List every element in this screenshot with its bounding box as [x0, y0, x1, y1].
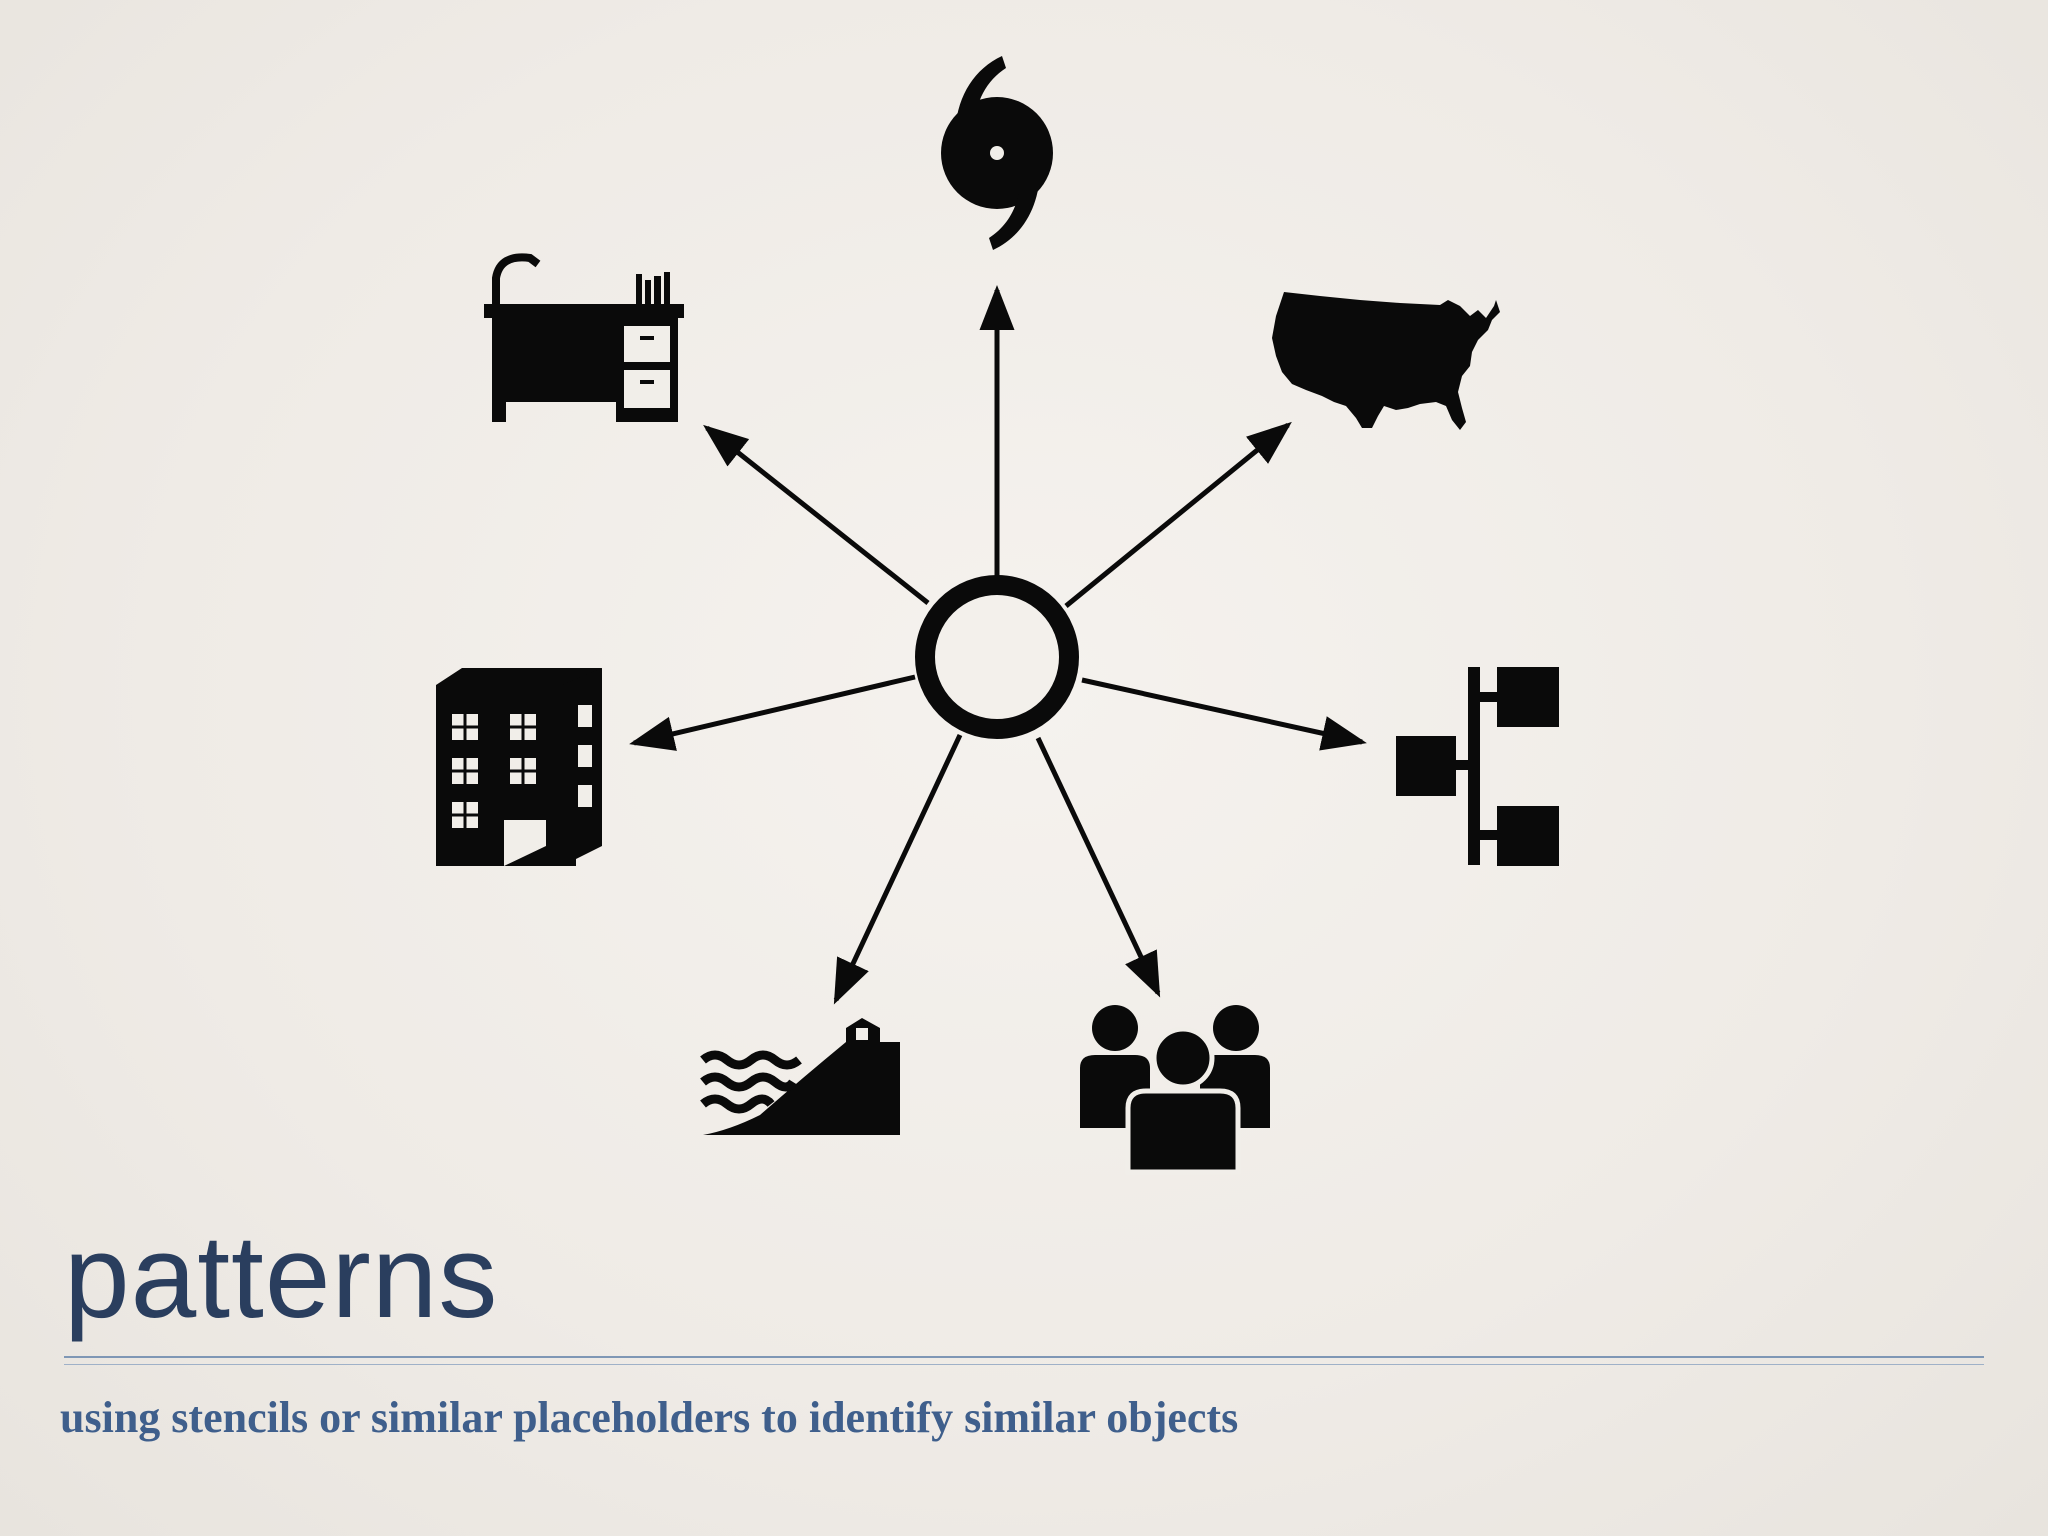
usa-map-icon — [1272, 292, 1500, 430]
spoke-coastline — [833, 733, 963, 1005]
building-icon — [436, 668, 602, 866]
title-divider-thin — [64, 1364, 1984, 1365]
coastline-icon — [700, 1018, 900, 1135]
spoke-usa-map — [1064, 421, 1292, 608]
spoke-desk — [703, 424, 930, 605]
slide-subtitle: using stencils or similar placeholders t… — [60, 1393, 1239, 1442]
org-chart-icon — [1396, 667, 1559, 866]
hub-ring — [915, 575, 1079, 739]
spoke-people — [1035, 736, 1161, 998]
people-group-icon — [1080, 1005, 1270, 1175]
desk-icon — [484, 253, 684, 422]
title-divider — [64, 1356, 1984, 1358]
hurricane-icon — [941, 56, 1053, 250]
slide-title: patterns — [64, 1211, 499, 1343]
spoke-org-chart — [1081, 677, 1367, 751]
spoke-building — [629, 674, 916, 751]
